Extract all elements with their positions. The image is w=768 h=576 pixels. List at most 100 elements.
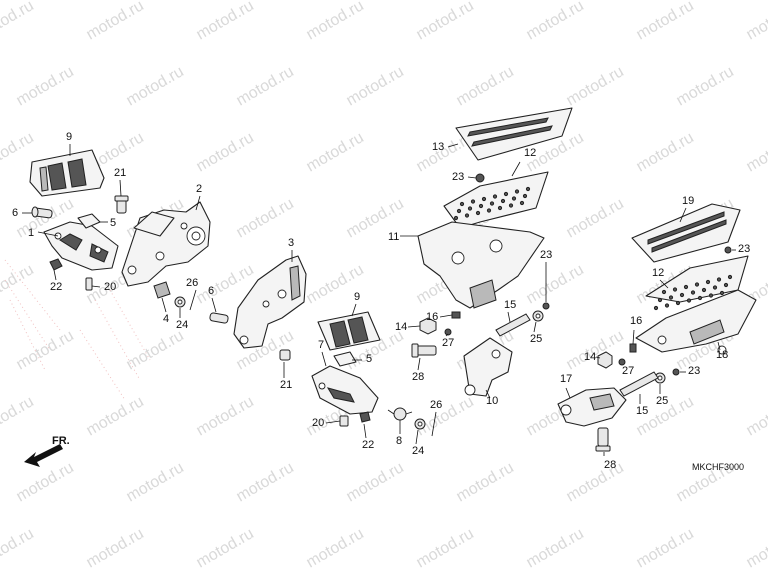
callout-number: 27	[442, 337, 454, 349]
callout-number: 23	[688, 365, 700, 377]
nut-27-center	[444, 328, 452, 336]
watermark-text: motod.ru	[454, 459, 517, 505]
footpeg-rubber-left	[29, 149, 105, 197]
watermark-text: motod.ru	[304, 129, 367, 175]
callout-number: 16	[426, 311, 438, 323]
leader-line	[439, 314, 453, 318]
callout-number: 26	[186, 277, 198, 289]
callout-number: 22	[362, 439, 374, 451]
plate-hole	[719, 290, 725, 296]
callout-number: 22	[50, 281, 62, 293]
watermark-text: motod.ru	[454, 63, 517, 109]
plate-hole	[679, 292, 685, 298]
cotter-pin-26-left	[189, 289, 197, 311]
callout-number: 21	[114, 167, 126, 179]
footpeg-rubber-center	[317, 311, 381, 351]
callout-number: 23	[540, 249, 552, 261]
callout-number: 14	[395, 321, 407, 333]
watermark-text: motod.ru	[524, 261, 587, 307]
callout-number: 8	[396, 435, 402, 447]
step-bracket-center	[233, 255, 307, 349]
watermark-text: motod.ru	[674, 63, 737, 109]
callout-number: 21	[280, 379, 292, 391]
step-plate-13	[455, 107, 573, 161]
diagram-code: MKCHF3000	[692, 462, 744, 472]
callout-number: 6	[208, 285, 214, 297]
plate-hole	[675, 300, 681, 306]
plate-hole	[683, 284, 689, 290]
watermark-text: motod.ru	[194, 393, 257, 439]
callout-number: 28	[604, 459, 616, 471]
leader-line	[37, 231, 59, 237]
plate-hole	[716, 277, 722, 282]
shaft-15-center	[495, 313, 531, 337]
callout-number: 17	[560, 373, 572, 385]
callout-number: 9	[354, 291, 360, 303]
leader-line	[445, 333, 449, 337]
callout-number: 15	[504, 299, 516, 311]
callout-number: 1	[28, 227, 34, 239]
spring-16-right	[629, 343, 637, 353]
leader-line	[407, 325, 421, 328]
shaft-15-right	[619, 371, 659, 397]
nut-22-center	[359, 411, 371, 423]
footpeg-center	[311, 365, 379, 415]
leader-line	[679, 207, 687, 223]
leader-line	[447, 143, 459, 148]
callout-number: 13	[432, 141, 444, 153]
nut-27-right	[618, 358, 626, 366]
leader-line	[417, 357, 421, 371]
screw-23-center	[475, 173, 485, 183]
watermark-text: motod.ru	[14, 327, 77, 373]
callout-number: 6	[12, 207, 18, 219]
callout-number: 12	[652, 267, 664, 279]
plate-hole	[708, 293, 714, 298]
watermark-text: motod.ru	[234, 195, 297, 241]
plate-hole	[723, 282, 729, 288]
callout-number: 23	[738, 243, 750, 255]
leader-lines	[22, 143, 736, 456]
leader-line	[195, 195, 201, 211]
callout-number: 28	[412, 371, 424, 383]
plate-hole	[475, 210, 481, 216]
leader-line	[351, 303, 357, 317]
watermark-text: motod.ru	[414, 525, 477, 571]
plate-hole	[705, 279, 711, 285]
watermark-text: motod.ru	[14, 63, 77, 109]
watermark-text: motod.ru	[0, 393, 37, 439]
plate-hole	[525, 186, 531, 192]
footpeg-left	[43, 221, 119, 271]
plate-hole	[664, 303, 670, 308]
watermark-text: motod.ru	[194, 129, 257, 175]
plate-hole	[489, 201, 495, 206]
callout-number: 12	[524, 147, 536, 159]
plate-hole	[464, 213, 470, 218]
front-arrow-label: FR.	[52, 435, 70, 447]
leader-line	[659, 279, 669, 289]
callout-number: 15	[636, 405, 648, 417]
front-arrow: FR.	[24, 435, 70, 467]
watermark-text: motod.ru	[0, 525, 37, 571]
watermark-text: motod.ru	[304, 0, 367, 43]
plate-hole	[701, 287, 707, 293]
watermark-text: motod.ru	[234, 63, 297, 109]
plate-hole	[712, 285, 718, 290]
screw-23-right-top	[724, 246, 732, 254]
watermark-text: motod.ru	[524, 0, 587, 43]
plate-hole	[492, 194, 498, 199]
spring-8	[387, 407, 413, 421]
leader-line	[595, 356, 601, 359]
watermark-text: motod.ru	[744, 525, 768, 571]
plate-hole	[697, 295, 703, 301]
watermark-text: motod.ru	[344, 459, 407, 505]
callout-number: 18	[716, 349, 728, 361]
watermark-text: motod.ru	[234, 459, 297, 505]
plate-hole	[481, 196, 487, 202]
callout-number: 23	[452, 171, 464, 183]
callout-number: 20	[104, 281, 116, 293]
callout-number: 20	[312, 417, 324, 429]
watermark-text: motod.ru	[414, 0, 477, 43]
plate-hole	[727, 274, 733, 280]
leader-line	[467, 176, 477, 179]
